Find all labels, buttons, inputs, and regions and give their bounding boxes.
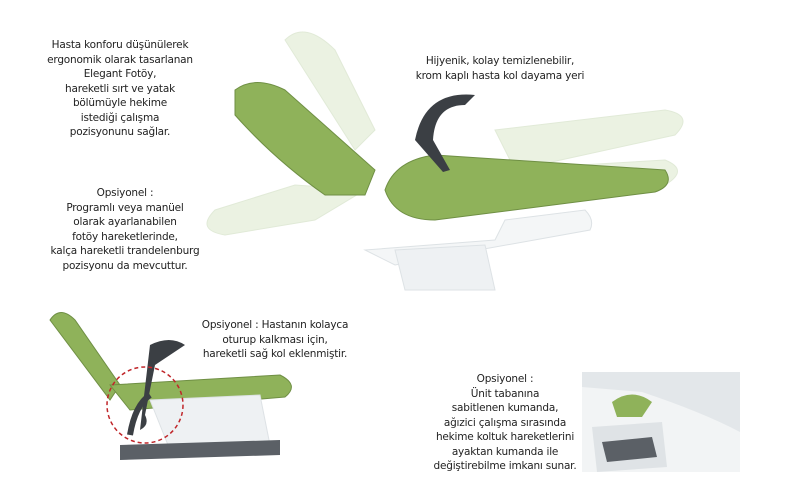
caption-line: Opsiyonel : [476,373,534,385]
main-chair-illustration [206,31,684,291]
rotation-arrow-icon [106,366,184,444]
right-arm-description: Opsiyonel : Hastanın kolayca oturup kalk… [185,318,365,362]
caption-line: krom kaplı hasta kol dayama yeri [415,69,585,82]
caption-line: Hijyenik, kolay temizlenebilir, [425,55,575,67]
caption-line: Ünit tabanına [470,387,540,400]
caption-line: fotöy hareketlerinde, [72,230,178,243]
caption-line: ağızici çalışma sırasında [443,416,567,429]
caption-line: ergonomik olarak tasarlanan [47,53,193,66]
caption-line: hareketli sağ kol eklenmiştir. [202,348,348,360]
caption-line: Hasta konforu düşünülerek [51,39,189,51]
caption-line: oturup kalkması için, [222,333,328,346]
caption-line: pozisyonu da mevcuttur. [62,259,188,272]
caption-line: ayaktan kumanda ile [451,445,559,458]
right-arm-chair-illustration [49,312,292,460]
foot-control-illustration [582,372,740,472]
caption-line: sabitlenen kumanda, [451,402,559,414]
caption-line: Elegant Fotöy, [83,68,157,80]
caption-line: Opsiyonel : Hastanın kolayca [201,319,349,331]
caption-line: bölümüyle hekime [72,97,168,109]
armrest-description: Hijyenik, kolay temizlenebilir, krom kap… [400,54,600,83]
caption-line: değiştirebilme imkanı sunar. [433,460,577,472]
caption-line: istediği çalışma [80,111,160,124]
caption-line: Opsiyonel : [96,187,154,199]
caption-line: hekime koltuk hareketlerini [435,431,575,443]
trendelenburg-description: Opsiyonel : Programlı veya manüel olarak… [35,186,215,273]
caption-line: pozisyonunu sağlar. [69,126,171,138]
caption-line: kalça hareketli trandelenburg [50,245,200,257]
caption-line: hareketli sırt ve yatak [65,82,175,95]
caption-line: olarak ayarlanabilen [73,216,177,228]
caption-line: Programlı veya manüel [66,201,184,214]
main-description: Hasta konforu düşünülerek ergonomik olar… [20,38,220,140]
foot-control-description: Opsiyonel : Ünit tabanına sabitlenen kum… [430,372,580,474]
